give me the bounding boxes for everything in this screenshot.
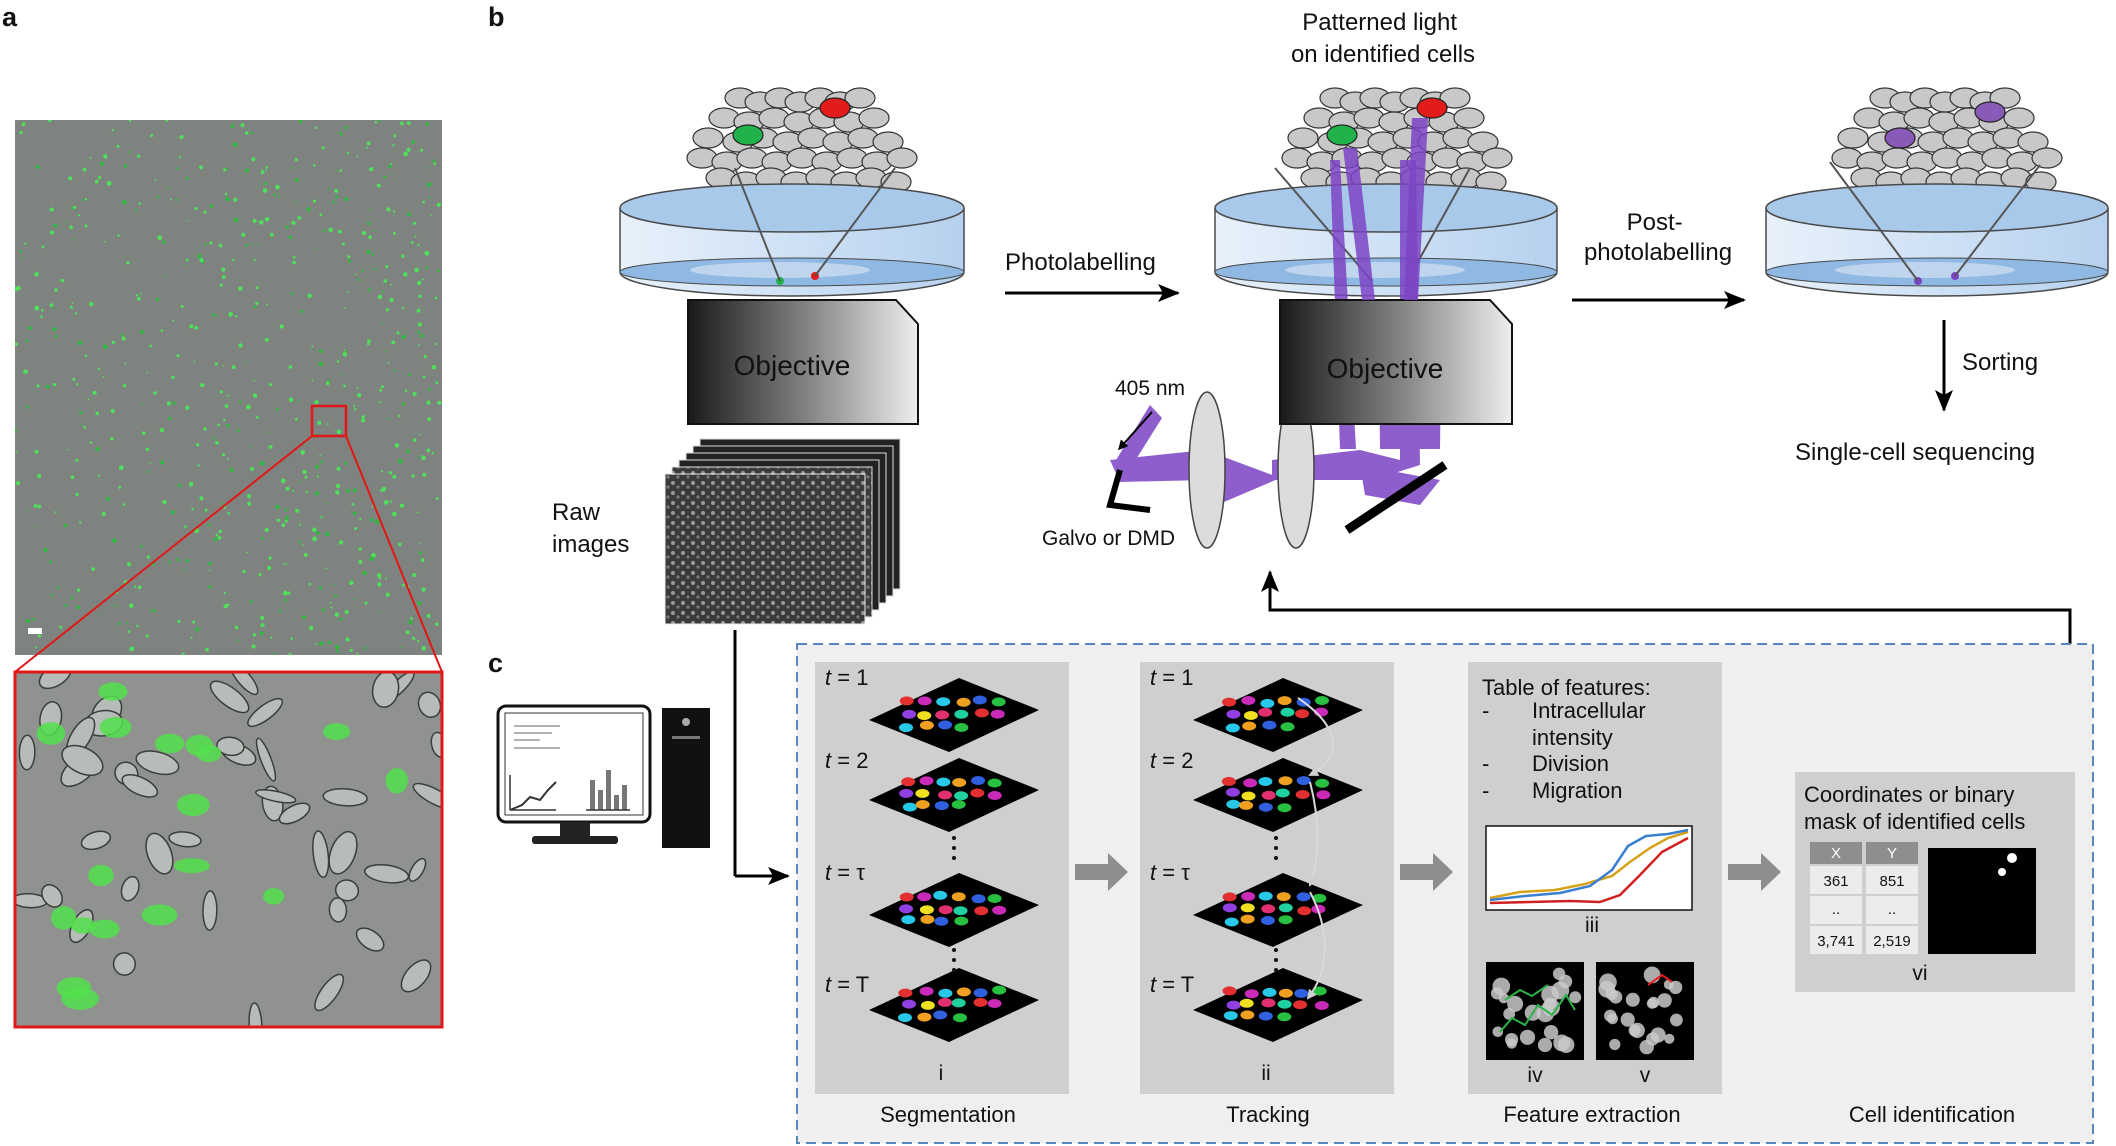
laser-input-arrow xyxy=(1118,411,1153,451)
panel-letter-a: a xyxy=(2,2,18,32)
binary-mask-image xyxy=(1928,848,2036,954)
zoom-line-left xyxy=(14,435,313,673)
svg-text:Intracellular: Intracellular xyxy=(1532,698,1646,723)
raw-image-stack xyxy=(664,438,901,625)
post-photolabelling-label: Post- photolabelling xyxy=(1584,209,1732,266)
laser-beam-upper xyxy=(1343,118,1428,300)
petri-dish-right xyxy=(1765,183,2109,297)
green-fluorescent-cells xyxy=(15,120,442,655)
table-header-x: X xyxy=(1831,845,1841,862)
time-label: t = 2 xyxy=(825,748,868,773)
panel-letter-b: b xyxy=(488,2,505,32)
tracking-stack xyxy=(1193,678,1363,1042)
features-title: Table of features: xyxy=(1482,675,1651,700)
galvo-mirror xyxy=(1106,469,1151,513)
petri-dish-middle xyxy=(1214,183,1558,297)
time-label: t = 1 xyxy=(1150,665,1193,690)
table-cell: 361 xyxy=(1823,873,1848,890)
zoom-line-dish-right-a xyxy=(1829,161,1919,282)
micrograph-zoom xyxy=(13,670,444,1029)
segmentation-stack xyxy=(869,678,1039,1042)
objective-left-label: Objective xyxy=(734,350,851,381)
svg-text:-: - xyxy=(1482,698,1489,723)
image-numeral-iv: iv xyxy=(1527,1064,1543,1087)
zoom-line-dish-right-b xyxy=(1954,164,2041,277)
table-cell: .. xyxy=(1832,901,1840,918)
time-label: t = 2 xyxy=(1150,748,1193,773)
scale-bar xyxy=(28,628,42,634)
image-numeral-v: v xyxy=(1640,1064,1651,1087)
zoom-line-dish-left-b xyxy=(814,167,896,277)
zoom-line-dish-mid-a xyxy=(1274,167,1373,282)
time-label: t = 1 xyxy=(825,665,868,690)
step-numeral-iii: iii xyxy=(1585,914,1599,937)
svg-text:intensity: intensity xyxy=(1532,725,1613,750)
patterned-light-label: Patterned light on identified cells xyxy=(1291,9,1475,68)
coordinates-table: X Y 361 851 .. .. 3,741 2,519 xyxy=(1810,842,1918,954)
cell-cluster-middle xyxy=(1281,87,1513,193)
table-cell: .. xyxy=(1888,901,1896,918)
cell-cluster-left xyxy=(686,87,918,193)
petri-dish-left xyxy=(619,183,965,297)
time-label: t = T xyxy=(1150,972,1194,997)
table-cell: 2,519 xyxy=(1873,933,1911,950)
sorting-label: Sorting xyxy=(1962,349,2038,376)
objective-left: Objective xyxy=(687,299,919,425)
identification-title: Coordinates or binary mask of identified… xyxy=(1804,782,2025,834)
feature-line-chart xyxy=(1485,825,1693,911)
photolabelling-label: Photolabelling xyxy=(1005,249,1156,276)
zoom-region-box xyxy=(310,404,348,438)
tracking-arrows xyxy=(1297,697,1334,1000)
time-label: t = τ xyxy=(825,860,865,885)
svg-text:-: - xyxy=(1482,778,1489,803)
svg-text:Migration: Migration xyxy=(1532,778,1622,803)
time-label: t = T xyxy=(825,972,869,997)
galvo-label: Galvo or DMD xyxy=(1042,527,1175,550)
track-image-iv xyxy=(1486,962,1584,1060)
table-header-y: Y xyxy=(1887,845,1897,862)
step-numeral-vi: vi xyxy=(1912,962,1927,985)
panel-letter-c: c xyxy=(488,648,503,678)
caption-feature-extraction: Feature extraction xyxy=(1503,1102,1680,1127)
step-numeral-i: i xyxy=(939,1062,944,1085)
cell-cluster-right xyxy=(1831,87,2063,193)
dichroic-mirror xyxy=(1344,461,1448,534)
sequencing-label: Single-cell sequencing xyxy=(1795,439,2035,466)
track-image-v xyxy=(1596,962,1694,1060)
computer-icon xyxy=(496,704,710,848)
ellipsis-dots-track xyxy=(1274,836,1278,972)
caption-tracking: Tracking xyxy=(1226,1102,1310,1127)
caption-segmentation: Segmentation xyxy=(880,1102,1016,1127)
objective-middle: Objective xyxy=(1279,299,1513,425)
micrograph-overview xyxy=(15,120,442,655)
laser-wavelength-label: 405 nm xyxy=(1115,377,1185,400)
step-arrows xyxy=(1075,853,1781,891)
raw-images-label: Raw images xyxy=(552,499,629,558)
caption-cell-identification: Cell identification xyxy=(1849,1102,2015,1127)
objective-middle-label: Objective xyxy=(1327,353,1444,384)
zoom-line-right xyxy=(345,435,443,673)
features-list: - Intracellular intensity - Division - M… xyxy=(1482,698,1646,803)
zoom-line-dish-left-a xyxy=(734,167,781,282)
ellipsis-dots-seg xyxy=(952,836,956,972)
time-label: t = τ xyxy=(1150,860,1190,885)
table-cell: 851 xyxy=(1879,873,1904,890)
svg-text:Division: Division xyxy=(1532,751,1609,776)
svg-text:-: - xyxy=(1482,751,1489,776)
lens-1 xyxy=(1188,391,1226,549)
step-numeral-ii: ii xyxy=(1261,1062,1270,1085)
table-cell: 3,741 xyxy=(1817,933,1855,950)
